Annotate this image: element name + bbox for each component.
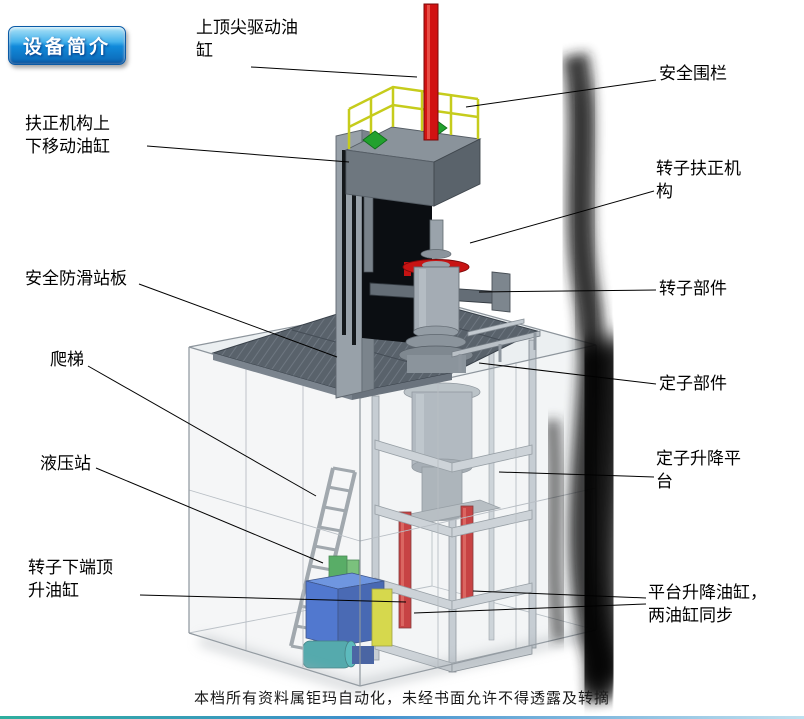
- callout-platform-lift-cylinders: 平台升降油缸，两油缸同步: [648, 583, 767, 626]
- callout-safety-fence: 安全围栏: [659, 64, 727, 83]
- leader-lines: [87, 66, 657, 614]
- title-badge: 设备简介: [8, 26, 127, 65]
- hydraulic-unit: [302, 555, 393, 669]
- callout-rotor-centering-mechanism: 转子扶正机构: [656, 159, 741, 202]
- safety-fence-railing: [347, 85, 480, 149]
- callout-ladder: 爬梯: [50, 350, 84, 369]
- callout-stator-lift-platform: 定子升降平台: [656, 449, 741, 492]
- footer-copyright: 本档所有资料属钜玛自动化，未经书面允许不得透露及转摘: [193, 691, 610, 707]
- callout-spindle-cylinder: 上顶尖驱动油缸: [196, 18, 298, 61]
- enclosure-glass-walls: [188, 299, 597, 687]
- top-drive-cylinder-rod: [423, 3, 439, 141]
- callout-centering-lift-cylinder: 扶正机构上下移动油缸: [25, 114, 110, 157]
- callout-hydraulic-station: 液压站: [40, 454, 91, 473]
- callout-rotor-bottom-jack-cylinder: 转子下端顶升油缸: [28, 558, 113, 601]
- stator-platform-rails: [451, 318, 541, 372]
- stator-cylinder: [403, 382, 502, 524]
- title-badge-label: 设备简介: [23, 37, 112, 58]
- callout-antislip-platform: 安全防滑站板: [25, 269, 127, 288]
- callout-rotor-parts: 转子部件: [659, 279, 727, 298]
- callout-stator-parts: 定子部件: [659, 374, 727, 393]
- lift-frame-beams-upper: [374, 439, 533, 473]
- bottom-accent-bar: [0, 716, 804, 719]
